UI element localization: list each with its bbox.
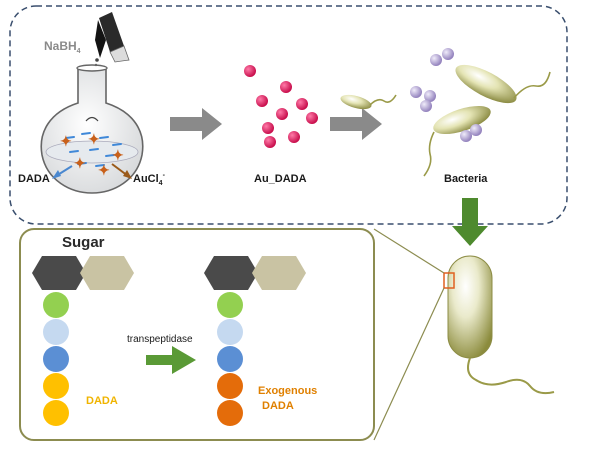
svg-text:✦: ✦ [60, 133, 72, 149]
bead-yellow-1 [43, 373, 69, 399]
zoom-line-top [373, 228, 445, 274]
label-sugar: Sugar [62, 234, 105, 251]
label-bacteria: Bacteria [444, 173, 488, 185]
label-au-dada: Au_DADA [254, 173, 307, 185]
label-nabh4: NaBH4 [44, 39, 81, 55]
svg-text:✦: ✦ [74, 155, 86, 171]
left-chain [32, 256, 134, 426]
label-exogenous-line1: Exogenous [258, 385, 318, 397]
arrow-down-green [452, 198, 488, 246]
large-bacterium-icon [443, 255, 555, 395]
label-dada-chain: DADA [86, 395, 118, 407]
label-transpeptidase: transpeptidase [127, 334, 193, 345]
label-exogenous-line2: DADA [262, 400, 294, 412]
right-chain [204, 256, 306, 426]
bead-green-2 [217, 292, 243, 318]
sugar-hexagon-tan-2 [252, 256, 306, 290]
bead-yellow-2 [43, 400, 69, 426]
bead-blue-2 [217, 346, 243, 372]
zoom-line-bottom [373, 287, 445, 441]
flask-icon: ✦ ✦ ✦ ✦ ✦ [40, 64, 144, 194]
bead-lightblue [43, 319, 69, 345]
highlight-box [443, 272, 455, 289]
bacteria-cluster-icon [410, 48, 551, 177]
label-dada-reactant: DADA [18, 173, 50, 185]
svg-text:✦: ✦ [88, 131, 100, 147]
arrow-right-2 [330, 108, 382, 140]
bead-lightblue-2 [217, 319, 243, 345]
bead-blue [43, 346, 69, 372]
dropper-icon [94, 12, 130, 67]
svg-text:✦: ✦ [98, 162, 110, 178]
sugar-hexagon-dark [32, 256, 86, 290]
transpeptidase-arrow [146, 346, 196, 374]
sugar-hexagon-tan [80, 256, 134, 290]
bead-orange-1 [217, 373, 243, 399]
bead-green [43, 292, 69, 318]
sugar-hexagon-dark-2 [204, 256, 258, 290]
reactant-arrows [52, 163, 132, 179]
label-aucl4: AuCl4- [133, 172, 165, 187]
bead-orange-2 [217, 400, 243, 426]
small-bacterium-icon [340, 94, 397, 110]
nanoparticle-group [244, 65, 318, 148]
arrow-right-1 [170, 108, 222, 140]
svg-text:✦: ✦ [112, 147, 124, 163]
bottom-panel-border [19, 228, 375, 441]
top-panel-border [9, 5, 568, 225]
